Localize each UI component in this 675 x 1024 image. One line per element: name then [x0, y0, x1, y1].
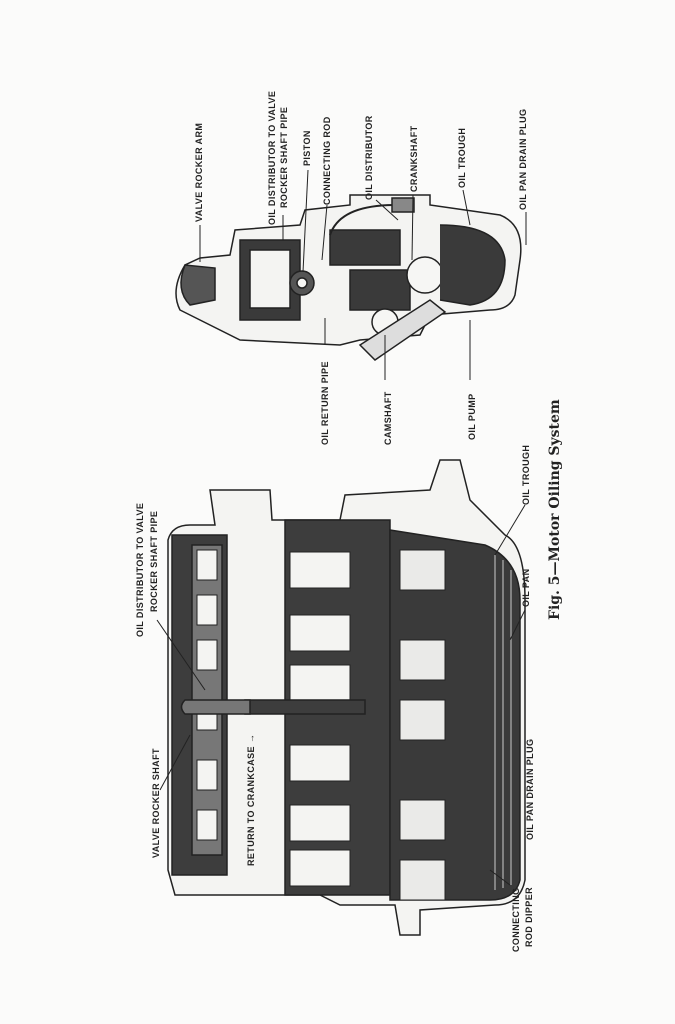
label-oil-pan-drain-plug: OIL PAN DRAIN PLUG	[518, 108, 528, 210]
label-rocker-shaft-pipe: ROCKER SHAFT PIPE	[279, 106, 289, 208]
label-side-rocker-shaft-pipe: ROCKER SHAFT PIPE	[149, 510, 159, 612]
label-oil-trough: OIL TROUGH	[457, 127, 467, 188]
label-oil-distributor: OIL DISTRIBUTOR	[364, 115, 374, 200]
label-oil-pump: OIL PUMP	[467, 393, 477, 440]
label-camshaft: CAMSHAFT	[383, 391, 393, 445]
label-oil-distributor-to-valve: OIL DISTRIBUTOR TO VALVE	[267, 90, 277, 225]
label-oil-return-pipe: OIL RETURN PIPE	[320, 361, 330, 445]
side-view-engine-drawing	[167, 459, 526, 936]
label-side-oil-trough: OIL TROUGH	[521, 444, 531, 505]
label-rod-dipper: ROD DIPPER	[524, 886, 534, 947]
label-connecting-rod: CONNECTING ROD	[322, 116, 332, 205]
label-return-to-crankcase: RETURN TO CRANKCASE →	[246, 733, 256, 866]
label-piston: PISTON	[302, 130, 312, 166]
figure-caption: Fig. 5—Motor Oiling System	[547, 399, 563, 620]
label-valve-rocker-shaft: VALVE ROCKER SHAFT	[151, 748, 161, 858]
end-view-engine-drawing	[175, 194, 522, 361]
label-valve-rocker-arm: VALVE ROCKER ARM	[194, 122, 204, 222]
label-connecting: CONNECTING	[511, 887, 521, 953]
label-oil-pan: OIL PAN	[521, 568, 531, 607]
label-side-oil-distributor-to-valve: OIL DISTRIBUTOR TO VALVE	[135, 502, 145, 637]
label-side-oil-pan-drain-plug: OIL PAN DRAIN PLUG	[525, 738, 535, 840]
label-crankshaft: CRANKSHAFT	[409, 125, 419, 193]
